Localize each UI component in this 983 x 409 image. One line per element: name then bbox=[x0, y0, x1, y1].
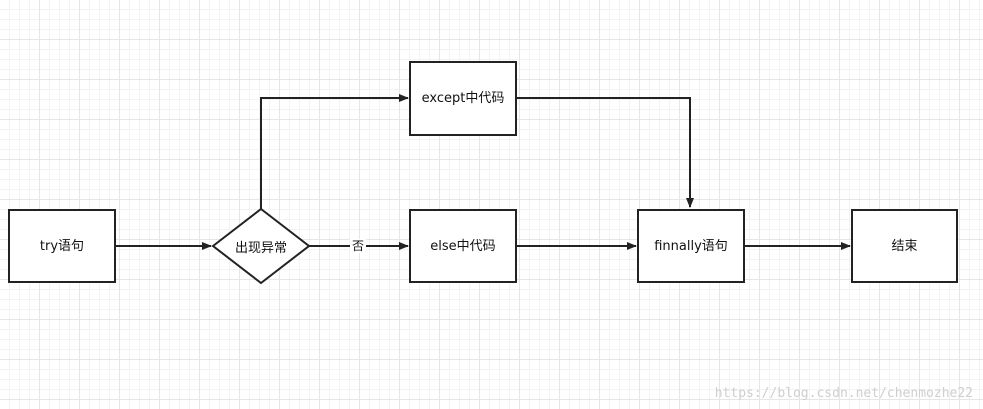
edge-decision-to-except bbox=[260, 94, 409, 209]
watermark-url: https://blog.csdn.net/chenmozhe22 bbox=[714, 386, 973, 401]
edge-except-to-finally bbox=[517, 97, 694, 208]
decision-text: 出现异常 bbox=[234, 240, 287, 256]
node-try-label: try语句 bbox=[39, 238, 85, 254]
node-finally: finnally语句 bbox=[637, 209, 745, 283]
node-except-label: except中代码 bbox=[421, 91, 505, 106]
edge-label-no: 否 bbox=[350, 239, 367, 253]
node-decision-label: 出现异常 bbox=[213, 236, 309, 256]
node-try: try语句 bbox=[8, 209, 116, 283]
node-end: 结束 bbox=[851, 209, 958, 283]
node-end-label: 结束 bbox=[891, 238, 918, 254]
node-finally-label: finnally语句 bbox=[654, 238, 728, 254]
node-else-label: else中代码 bbox=[430, 238, 496, 254]
node-else: else中代码 bbox=[409, 209, 517, 283]
node-except: except中代码 bbox=[409, 61, 517, 136]
